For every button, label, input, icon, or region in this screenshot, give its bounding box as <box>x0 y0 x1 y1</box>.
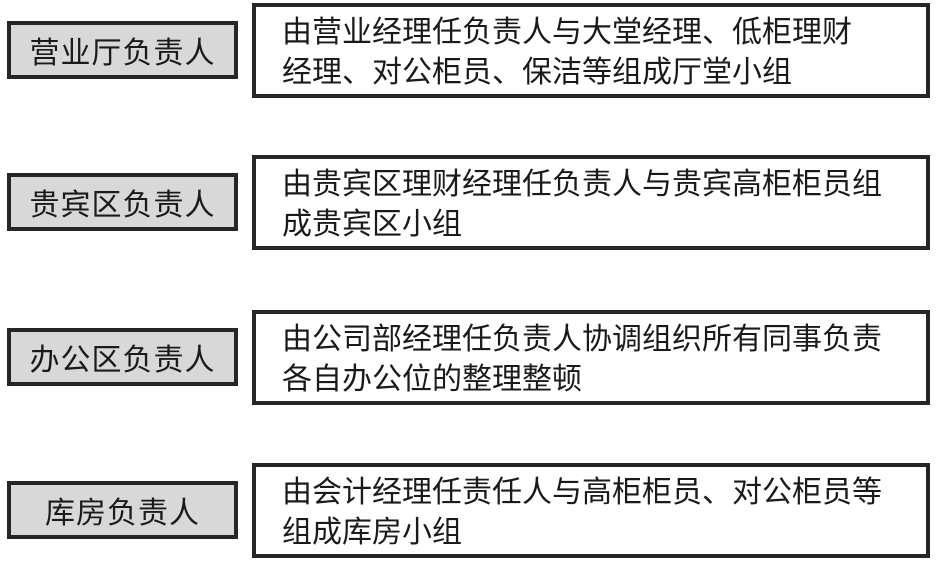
row-vip-area-manager: 贵宾区负责人 由贵宾区理财经理任负责人与贵宾高柜柜员组 成贵宾区小组 <box>0 155 938 250</box>
role-description: 由贵宾区理财经理任负责人与贵宾高柜柜员组 成贵宾区小组 <box>282 168 882 241</box>
role-description: 由公司部经理任负责人协调组织所有同事负责 各自办公位的整理整顿 <box>282 323 882 396</box>
role-description-box: 由会计经理任责任人与高柜柜员、对公柜员等 组成库房小组 <box>252 463 930 558</box>
role-description: 由会计经理任责任人与高柜柜员、对公柜员等 组成库房小组 <box>282 476 882 549</box>
role-description-box: 由公司部经理任负责人协调组织所有同事负责 各自办公位的整理整顿 <box>252 310 930 405</box>
role-label-box: 库房负责人 <box>7 481 238 539</box>
role-label: 办公区负责人 <box>29 344 216 377</box>
row-hall-manager: 营业厅负责人 由营业经理任负责人与大堂经理、低柜理财 经理、对公柜员、保洁等组成… <box>0 3 938 98</box>
role-label: 营业厅负责人 <box>29 37 216 70</box>
row-storeroom-manager: 库房负责人 由会计经理任责任人与高柜柜员、对公柜员等 组成库房小组 <box>0 463 938 558</box>
role-label-box: 贵宾区负责人 <box>7 173 238 231</box>
role-description-box: 由贵宾区理财经理任负责人与贵宾高柜柜员组 成贵宾区小组 <box>252 155 930 250</box>
role-label-box: 办公区负责人 <box>7 328 238 386</box>
role-description-box: 由营业经理任负责人与大堂经理、低柜理财 经理、对公柜员、保洁等组成厅堂小组 <box>252 3 930 98</box>
role-label-box: 营业厅负责人 <box>7 21 238 79</box>
role-label: 库房负责人 <box>45 497 200 530</box>
role-label: 贵宾区负责人 <box>29 189 216 222</box>
role-description: 由营业经理任负责人与大堂经理、低柜理财 经理、对公柜员、保洁等组成厅堂小组 <box>282 16 852 89</box>
row-office-area-manager: 办公区负责人 由公司部经理任负责人协调组织所有同事负责 各自办公位的整理整顿 <box>0 310 938 405</box>
